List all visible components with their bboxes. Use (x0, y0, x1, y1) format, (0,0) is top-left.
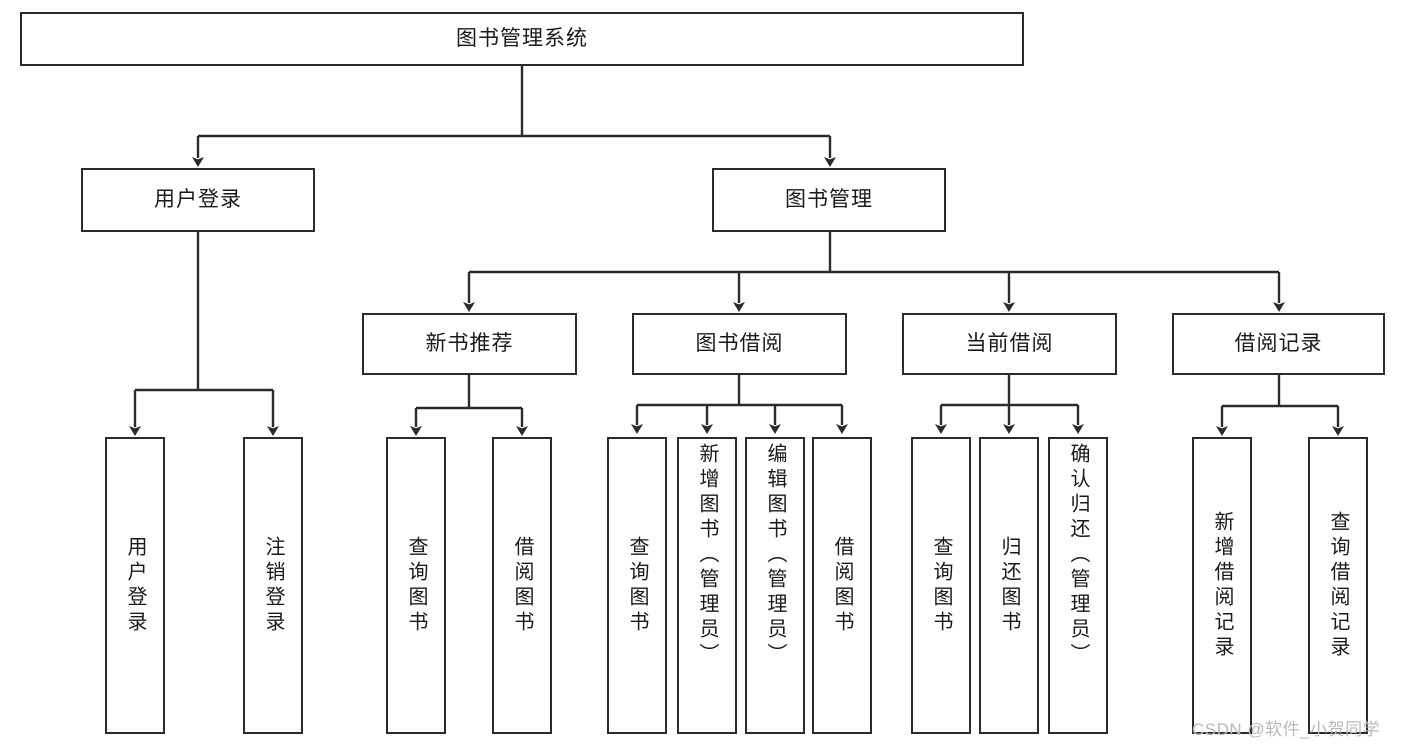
node-borrow-record[interactable]: 借阅记录 (1172, 313, 1385, 375)
node-label: 查询图书 (405, 535, 427, 636)
node-label: 图书管理 (785, 188, 873, 212)
node-label: 新增借阅记录 (1211, 510, 1233, 661)
node-label: 借阅图书 (511, 535, 533, 636)
leaf-borrow-query-book[interactable]: 查询图书 (607, 437, 667, 734)
node-label: 新书推荐 (425, 332, 514, 356)
leaf-record-add-record[interactable]: 新增借阅记录 (1192, 437, 1252, 734)
node-label: 查询图书 (626, 535, 648, 636)
node-label: 注销登录 (262, 535, 284, 636)
leaf-record-query-record[interactable]: 查询借阅记录 (1308, 437, 1368, 734)
node-label: 借阅记录 (1234, 332, 1323, 356)
leaf-recommend-borrow-book[interactable]: 借阅图书 (492, 437, 552, 734)
node-book-management[interactable]: 图书管理 (712, 168, 946, 232)
node-label: 确认归还（管理员） (1067, 443, 1089, 668)
node-label: 用户登录 (154, 188, 242, 212)
node-new-book-recommend[interactable]: 新书推荐 (362, 313, 577, 375)
node-label: 归还图书 (998, 535, 1020, 636)
csdn-watermark: CSDN @软件_小贺同学 (1192, 720, 1381, 739)
node-root-library-system[interactable]: 图书管理系统 (20, 12, 1024, 66)
leaf-recommend-query-book[interactable]: 查询图书 (386, 437, 446, 734)
leaf-current-return-book[interactable]: 归还图书 (979, 437, 1039, 734)
node-label: 借阅图书 (831, 535, 853, 636)
node-label: 新增图书（管理员） (696, 443, 718, 668)
leaf-borrow-borrow-book[interactable]: 借阅图书 (812, 437, 872, 734)
node-label: 当前借阅 (965, 332, 1054, 356)
leaf-user-login-login[interactable]: 用户登录 (105, 437, 165, 734)
node-label: 图书管理系统 (456, 27, 588, 51)
leaf-borrow-add-book-admin[interactable]: 新增图书（管理员） (677, 437, 737, 734)
node-user-login[interactable]: 用户登录 (81, 168, 315, 232)
node-label: 图书借阅 (695, 332, 784, 356)
node-book-borrow[interactable]: 图书借阅 (632, 313, 847, 375)
leaf-user-login-logout[interactable]: 注销登录 (243, 437, 303, 734)
leaf-borrow-edit-book-admin[interactable]: 编辑图书（管理员） (745, 437, 805, 734)
node-label: 查询图书 (930, 535, 952, 636)
node-current-borrow[interactable]: 当前借阅 (902, 313, 1117, 375)
leaf-current-query-book[interactable]: 查询图书 (911, 437, 971, 734)
node-label: 编辑图书（管理员） (764, 443, 786, 668)
leaf-current-confirm-return-admin[interactable]: 确认归还（管理员） (1048, 437, 1108, 734)
node-label: 用户登录 (124, 535, 146, 636)
node-label: 查询借阅记录 (1327, 510, 1349, 661)
